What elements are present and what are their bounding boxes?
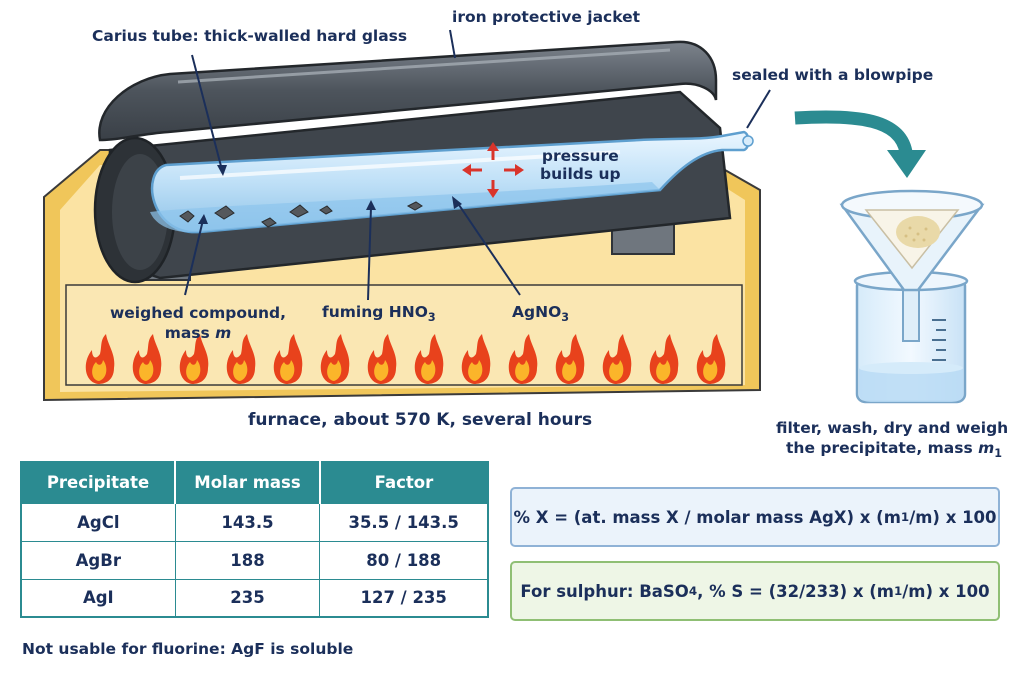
flame-icon [508, 334, 538, 384]
table-cell: 35.5 / 143.5 [319, 502, 489, 542]
flame-icon [649, 334, 679, 384]
formula-s-part2: , % S = (32/233) x (m [697, 581, 894, 601]
formula-s-part3: /m) x 100 [902, 581, 990, 601]
flame-icon [696, 334, 726, 384]
label-fuming-hno3: fuming HNO3 [322, 303, 436, 324]
flames [85, 334, 726, 384]
table-header-factor: Factor [319, 462, 488, 503]
formula-halogen-percent: % X = (at. mass X / molar mass AgX) x (m… [510, 487, 1000, 547]
filtration-setup [839, 189, 985, 404]
flame-icon [555, 334, 585, 384]
agno3-subscript: 3 [561, 311, 570, 325]
carius-tube [150, 130, 754, 234]
table-row: AgI 235 127 / 235 [20, 578, 489, 618]
table-row: AgCl 143.5 35.5 / 143.5 [20, 502, 489, 542]
filter-line-1: filter, wash, dry and weigh [776, 419, 1009, 437]
flame-icon [85, 334, 115, 384]
formula-s-part1: For sulphur: BaSO [520, 581, 689, 601]
flame-icon [602, 334, 632, 384]
flame-icon [461, 334, 491, 384]
table-header-molar-mass: Molar mass [175, 462, 321, 503]
table-header-row: Precipitate Molar mass Factor [21, 462, 488, 503]
pressure-line-1: pressure [541, 147, 619, 165]
label-iron-jacket: iron protective jacket [452, 8, 641, 26]
transfer-arrow-icon [794, 110, 926, 178]
pointer-lines [184, 29, 771, 301]
filter-line-2-text: the precipitate, mass [786, 439, 979, 458]
agno3-text: AgNO [512, 303, 562, 321]
table-cell: AgI [20, 578, 176, 618]
table-header-precipitate: Precipitate [21, 462, 177, 503]
compound-line-2-text: mass [164, 324, 216, 343]
formula-x-part1: % X = (at. mass X / molar mass AgX) x (m [513, 507, 901, 527]
flame-icon [414, 334, 444, 384]
flame-icon [273, 334, 303, 384]
table-row: AgBr 188 80 / 188 [20, 540, 489, 580]
label-carius-tube: Carius tube: thick-walled hard glass [92, 27, 408, 45]
table-cell: 127 / 235 [319, 578, 489, 618]
formula-s-sub1: 4 [688, 584, 698, 598]
formula-s-sub2: 1 [893, 584, 903, 598]
flame-icon [226, 334, 256, 384]
label-pressure: pressure builds up [540, 147, 621, 184]
table-cell: AgBr [20, 540, 176, 580]
label-agno3: AgNO3 [512, 303, 569, 324]
hno3-text: fuming HNO [322, 303, 428, 321]
fluorine-note: Not usable for fluorine: AgF is soluble [22, 640, 354, 658]
compound-mass-var: m [215, 324, 232, 343]
label-filter-weigh: filter, wash, dry and weigh the precipit… [776, 418, 1008, 462]
table-cell: 235 [174, 578, 321, 618]
pressure-arrows-icon [462, 142, 524, 198]
hno3-subscript: 3 [427, 311, 436, 325]
table-cell: 80 / 188 [319, 540, 489, 580]
flame-icon [367, 334, 397, 384]
table-cell: 188 [174, 540, 321, 580]
solid-sample [179, 201, 423, 228]
label-sealed: sealed with a blowpipe [732, 66, 934, 84]
formula-x-sub: 1 [900, 510, 910, 524]
flame-icon [320, 334, 350, 384]
flame-icon [132, 334, 162, 384]
table-cell: 143.5 [174, 502, 321, 542]
compound-line-1: weighed compound, [109, 304, 287, 322]
label-weighed-compound: weighed compound, mass m [108, 303, 288, 343]
label-furnace: furnace, about 570 K, several hours [248, 410, 593, 430]
flame-icon [179, 334, 209, 384]
filter-mass-var: m [978, 439, 995, 458]
table-cell: AgCl [20, 502, 176, 542]
precipitate-table: Precipitate Molar mass Factor AgCl 143.5… [20, 461, 489, 618]
formula-x-part2: /m) x 100 [909, 507, 997, 527]
filter-mass-sub: 1 [994, 447, 1002, 461]
pressure-line-2: builds up [540, 164, 621, 183]
